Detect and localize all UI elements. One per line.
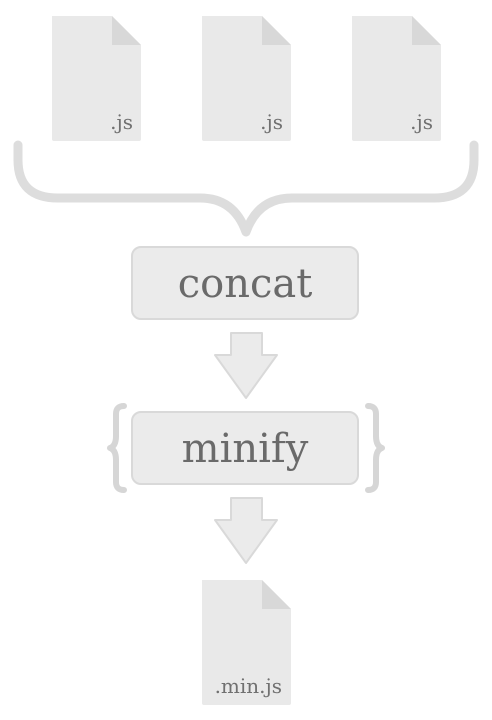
down-arrow-icon <box>214 497 278 564</box>
output-file-label: .min.js <box>215 674 282 698</box>
input-file-2-label: .js <box>260 110 283 134</box>
right-curly-brace-icon <box>365 403 385 493</box>
js-file-icon <box>352 16 441 141</box>
left-curly-brace-icon <box>107 403 127 493</box>
minify-box <box>131 411 359 485</box>
input-file-3: .js <box>352 16 441 141</box>
merge-brace-icon <box>13 140 479 237</box>
concat-box <box>131 246 359 320</box>
output-file: .min.js <box>202 580 291 705</box>
js-file-icon <box>202 16 291 141</box>
min-js-file-icon <box>202 580 291 705</box>
file-fold-corner <box>262 16 291 45</box>
input-file-1: .js <box>52 16 141 141</box>
input-file-3-label: .js <box>410 110 433 134</box>
minify-step: minify <box>107 403 385 493</box>
concat-label: concat <box>178 261 313 307</box>
concat-step: concat <box>131 246 359 320</box>
file-fold-corner <box>412 16 441 45</box>
input-file-2: .js <box>202 16 291 141</box>
input-file-1-label: .js <box>110 110 133 134</box>
js-file-icon <box>52 16 141 141</box>
minify-label: minify <box>182 426 309 472</box>
file-fold-corner <box>112 16 141 45</box>
file-fold-corner <box>262 580 291 609</box>
down-arrow-icon <box>214 332 278 399</box>
